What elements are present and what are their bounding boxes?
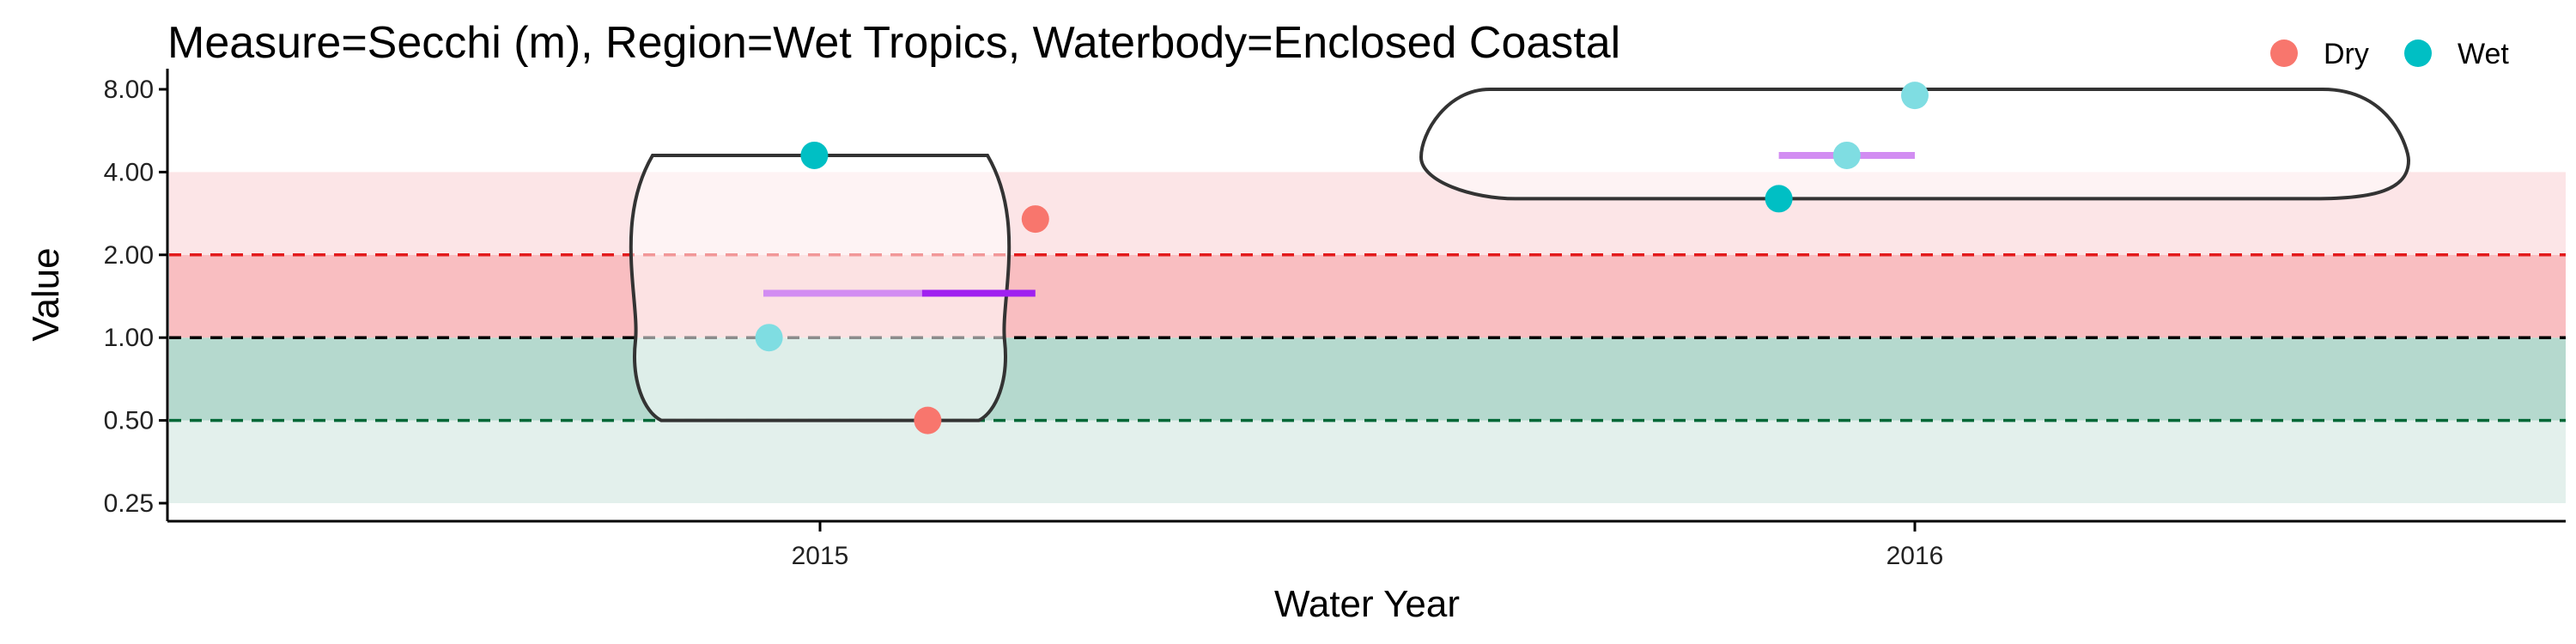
- point-wet-2016-4: [1901, 82, 1929, 110]
- x-ticks: 2015 2016: [792, 521, 1944, 570]
- point-wet-2015-1: [800, 141, 829, 169]
- y-tick-label-2: 1.00: [104, 324, 154, 352]
- y-tick-label-1: 0.50: [104, 407, 154, 435]
- point-wet-2016-3: [1832, 141, 1861, 169]
- point-dry-2015-0: [914, 406, 942, 434]
- band-0: [169, 420, 2566, 503]
- violins: [629, 88, 2411, 422]
- y-tick-label-5: 8.00: [104, 76, 154, 104]
- x-tick-label-2016: 2016: [1886, 542, 1944, 570]
- x-tick-label-2015: 2015: [792, 542, 849, 570]
- legend-label-wet: Wet: [2458, 38, 2509, 70]
- x-axis-title: Water Year: [1274, 583, 1460, 625]
- point-wet-2016-2: [1765, 185, 1793, 213]
- data-points: [755, 82, 1929, 434]
- legend-key-wet: [2404, 39, 2432, 67]
- axes: [166, 69, 2566, 523]
- chart-title: Measure=Secchi (m), Region=Wet Tropics, …: [167, 18, 1620, 68]
- y-tick-label-3: 2.00: [104, 241, 154, 270]
- band-1: [169, 337, 2566, 421]
- y-ticks: 0.25 0.50 1.00 2.00 4.00 8.00: [104, 76, 167, 518]
- y-tick-label-0: 0.25: [104, 489, 154, 518]
- point-dry-2015-1: [1021, 205, 1049, 234]
- y-axis-title: Value: [25, 247, 67, 341]
- legend-label-dry: Dry: [2324, 38, 2369, 70]
- violin-2015: [629, 153, 1012, 422]
- reference-lines: [169, 253, 2566, 422]
- band-2: [169, 254, 2566, 338]
- point-wet-2015-0: [755, 324, 783, 352]
- legend: Dry Wet: [2270, 38, 2509, 70]
- legend-key-dry: [2270, 39, 2298, 67]
- violin-2016: [1419, 88, 2411, 201]
- y-tick-label-4: 4.00: [104, 158, 154, 186]
